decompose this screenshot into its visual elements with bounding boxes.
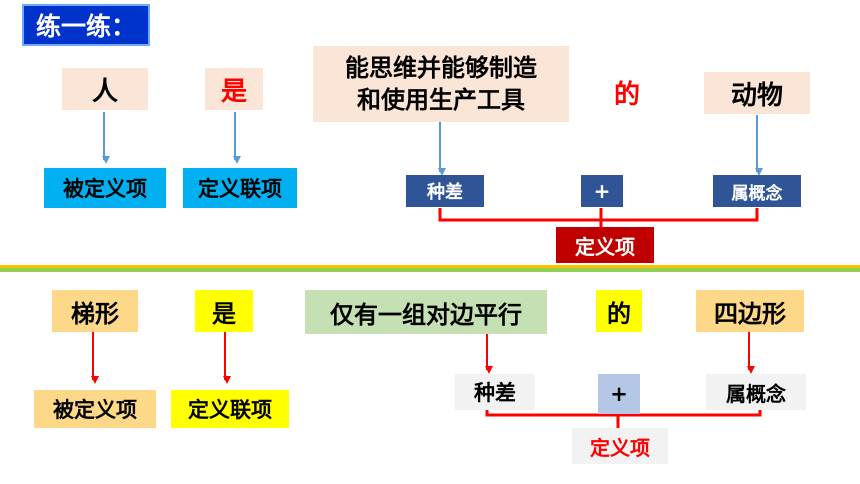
- bracket-top: [438, 208, 759, 222]
- label-differentia-top: 种差: [406, 175, 484, 207]
- differentia-top-line-2: 和使用生产工具: [357, 86, 525, 114]
- genus-top: 动物: [704, 72, 810, 114]
- label-definiendum-bottom: 被定义项: [34, 390, 156, 428]
- label-copula-bottom: 定义联项: [171, 390, 289, 428]
- particle-top: 的: [613, 79, 640, 110]
- subject-bottom: 梯形: [52, 290, 138, 332]
- differentia-top: 能思维并能够制造 和使用生产工具: [313, 46, 569, 122]
- exercise-title: 练一练：: [22, 4, 150, 46]
- bracket-bottom: [485, 407, 762, 417]
- plus-top: +: [581, 175, 623, 207]
- differentia-bottom: 仅有一组对边平行: [305, 290, 547, 334]
- copula-bottom: 是: [195, 290, 253, 332]
- copula-top: 是: [205, 68, 263, 110]
- label-definiens-top: 定义项: [556, 227, 654, 263]
- label-definiens-bottom: 定义项: [572, 428, 668, 464]
- differentia-top-line-1: 能思维并能够制造: [345, 54, 537, 82]
- genus-bottom: 四边形: [696, 290, 804, 332]
- plus-bottom: +: [598, 374, 640, 414]
- label-genus-top: 属概念: [713, 175, 801, 207]
- particle-bottom: 的: [596, 290, 642, 332]
- label-differentia-bottom: 种差: [455, 374, 535, 410]
- subject-top: 人: [62, 68, 148, 110]
- label-definiendum-top: 被定义项: [44, 168, 166, 208]
- label-genus-bottom: 属概念: [706, 374, 806, 410]
- label-copula-top: 定义联项: [183, 168, 297, 208]
